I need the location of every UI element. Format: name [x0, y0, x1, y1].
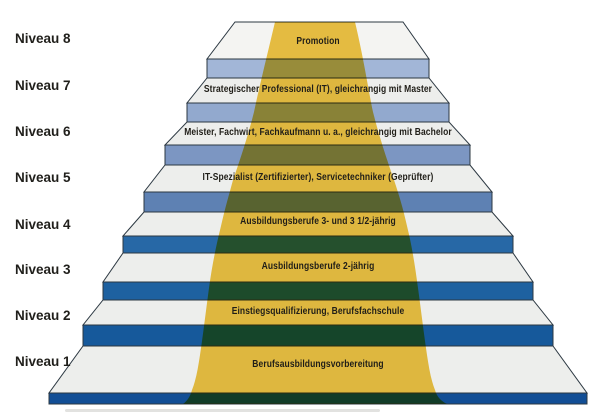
gold-pathway-band — [183, 22, 447, 404]
step-1-label: Berufsausbildungsvorbereitung — [252, 359, 384, 370]
step-6-label: Meister, Fachwirt, Fachkaufmann u. a., g… — [184, 127, 452, 138]
step-7-label: Strategischer Professional (IT), gleichr… — [203, 84, 433, 95]
step-2-label: Einstiegsqualifizierung, Berufsfachschul… — [231, 306, 405, 317]
niveau-5-label: Niveau 5 — [15, 170, 71, 185]
step-3-label: Ausbildungsberufe 2-jährig — [261, 261, 375, 272]
niveau-2-label: Niveau 2 — [15, 308, 71, 323]
niveau-7-label: Niveau 7 — [15, 78, 71, 93]
niveau-8-label: Niveau 8 — [15, 31, 71, 46]
niveau-1-label: Niveau 1 — [15, 354, 71, 369]
niveau-3-label: Niveau 3 — [15, 262, 71, 277]
step-8-label: Promotion — [296, 36, 340, 47]
niveau-4-label: Niveau 4 — [15, 217, 71, 232]
niveau-6-label: Niveau 6 — [15, 124, 71, 139]
floor-shadow — [65, 409, 380, 412]
step-5-label: IT-Spezialist (Zertifizierter), Servicet… — [202, 172, 434, 183]
step-4-label: Ausbildungsberufe 3- und 3 1/2-jährig — [240, 216, 396, 227]
